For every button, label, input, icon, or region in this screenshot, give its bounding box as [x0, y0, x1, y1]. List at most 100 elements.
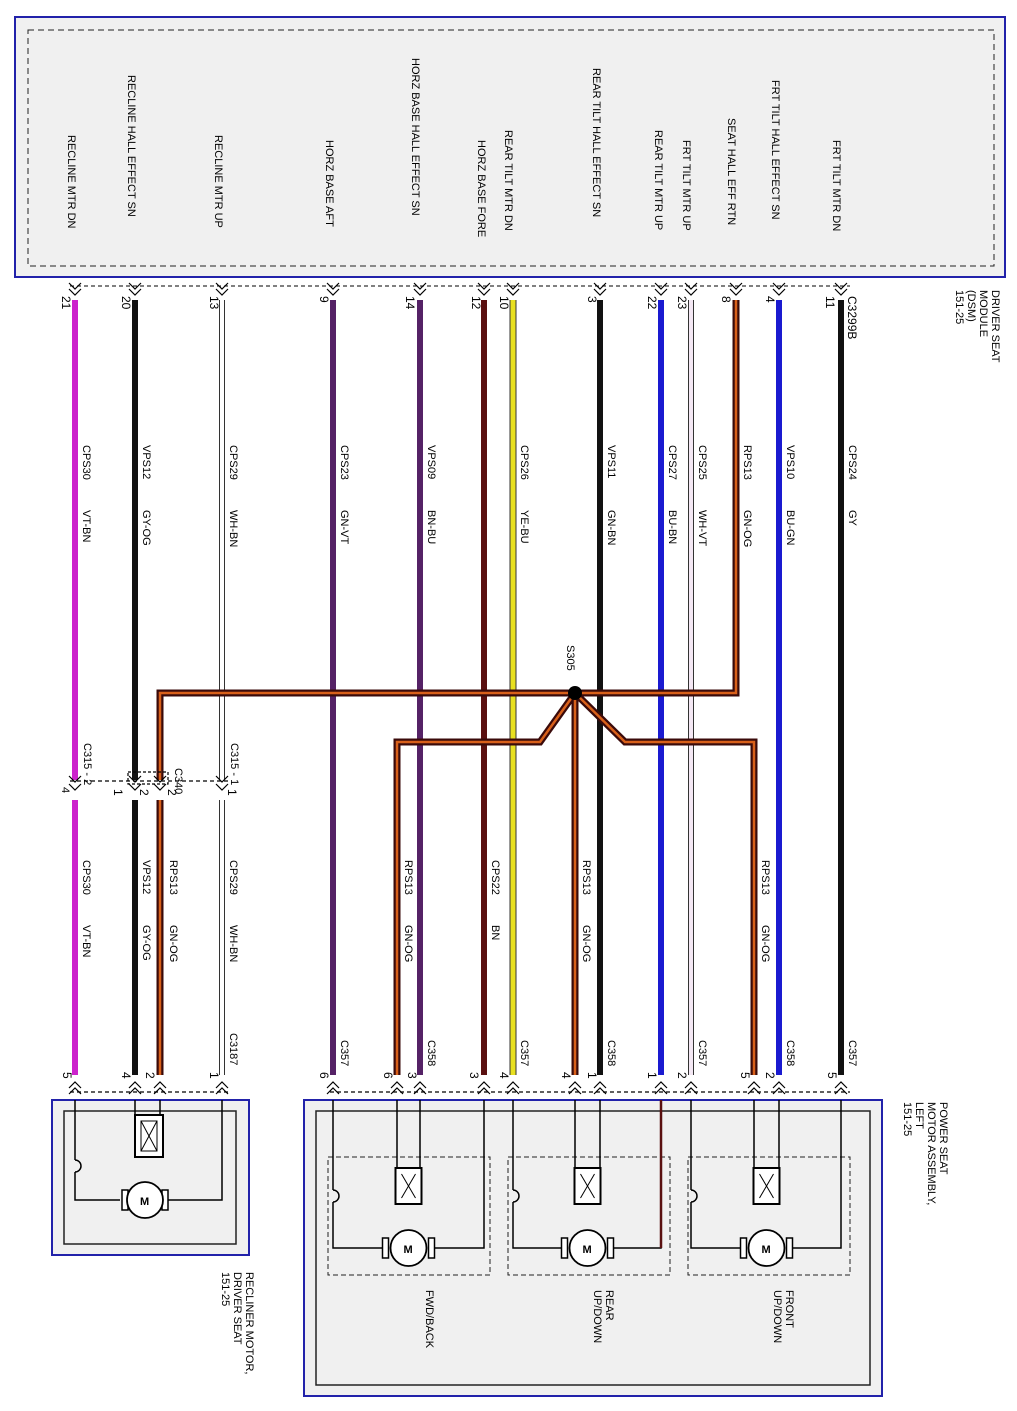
- lower-color-2: GY-OG: [140, 925, 152, 961]
- sensor-leads: [574, 1100, 601, 1168]
- rear-updown-label-2: UP/DOWN: [591, 1290, 603, 1343]
- dsm-pin-labels: RECLINE MTR DN RECLINE HALL EFFECT SN RE…: [65, 58, 842, 237]
- bottom-pin: 2: [143, 1072, 157, 1079]
- lower-color-3: GN-OG: [167, 925, 179, 962]
- motor-icon: [389, 1229, 428, 1267]
- lower-circuit-6: CPS22: [489, 860, 501, 895]
- chevron: [413, 282, 427, 296]
- lower-circuit-4: CPS29: [227, 860, 239, 895]
- bottom-pin: 6: [381, 1072, 395, 1079]
- recliner-motor: [126, 1181, 164, 1219]
- inline-pin-cps29: 1: [225, 789, 239, 796]
- dsm-pin-23: 23: [675, 296, 689, 310]
- upper-color-7: GN-BN: [605, 510, 617, 546]
- chevron: [68, 775, 82, 791]
- lower-color-4: WH-BN: [227, 925, 239, 962]
- lower-circuit-8: RPS13: [759, 860, 771, 895]
- inline-pin-vps12b: 2: [137, 789, 151, 796]
- motor-group-labels: FWD/BACK REAR UP/DOWN FRONT UP/DOWN: [423, 1290, 795, 1349]
- thermal-breaker-icon: [332, 1189, 340, 1203]
- upper-circuit-11: VPS10: [784, 445, 796, 479]
- upper-circuit-2: VPS12: [140, 445, 152, 479]
- dsm-title-line-3: (DSM): [965, 290, 977, 322]
- dsm-box: [14, 16, 1006, 278]
- front-updown-box: [687, 1156, 851, 1276]
- dsm-title-line-2: MODULE: [977, 290, 989, 337]
- lower-color-1: VT-BN: [80, 925, 92, 957]
- rps13-inner: [158, 300, 738, 780]
- rps13-branch-left-inner: [395, 692, 577, 1075]
- dsm-pin-13: 13: [207, 296, 221, 310]
- motor-brush: [606, 1237, 615, 1259]
- dsm-pin-21: 21: [59, 296, 73, 310]
- lower-color-5: GN-OG: [402, 925, 414, 962]
- c315-2-label: C315 - 2: [81, 743, 93, 785]
- dsm-pin-3: 3: [585, 296, 599, 303]
- upper-circuit-5: VPS09: [425, 445, 437, 479]
- pin-label-horz-base-aft: HORZ BASE AFT: [323, 140, 335, 227]
- motor-brush: [739, 1237, 748, 1259]
- dsm-pin-22: 22: [645, 296, 659, 310]
- c315-1-label: C315 - 1: [228, 743, 240, 785]
- chevron: [729, 282, 743, 296]
- chevron: [654, 282, 668, 296]
- upper-color-6: YE-BU: [518, 510, 530, 544]
- pin-label-frt-tilt-mtr-dn: FRT TILT MTR DN: [830, 140, 842, 231]
- motor-brush: [785, 1237, 794, 1259]
- conn-c357-d: C357: [846, 1040, 858, 1066]
- conn-c358-b: C358: [605, 1040, 617, 1066]
- internal-wire: [512, 1202, 564, 1249]
- hall-sensor-cross: [759, 1173, 774, 1199]
- upper-circuit-6: CPS26: [518, 445, 530, 480]
- dsm-pin-numbers: 21 20 13 9 14 12 10 3 22 23 8 4 11 C3299…: [59, 296, 859, 339]
- recliner-title-line-3: 151-25: [219, 1272, 231, 1306]
- pin-label-frt-tilt-mtr-up: FRT TILT MTR UP: [680, 140, 692, 231]
- lower-circuit-7: RPS13: [580, 860, 592, 895]
- upper-color-4: GN-VT: [338, 510, 350, 545]
- bottom-pin: 1: [207, 1072, 221, 1079]
- dsm-inner-dashed: [27, 29, 995, 267]
- upper-color-10: GN-OG: [741, 510, 753, 547]
- chevron: [153, 775, 167, 791]
- upper-circuit-3: CPS29: [227, 445, 239, 480]
- motor-letter: M: [404, 1244, 413, 1256]
- chevron: [215, 775, 229, 791]
- dsm-pin-8: 8: [719, 296, 733, 303]
- bottom-pin: 5: [738, 1072, 752, 1079]
- power-seat-title-line-1: POWER SEAT: [937, 1102, 949, 1175]
- dsm-pin-10: 10: [497, 296, 511, 310]
- conn-c357-c: C357: [696, 1040, 708, 1066]
- inline-pin-rps13: 2: [165, 789, 179, 796]
- bottom-connector-labels: C3187 C357 C358 C357 C358 C357 C358 C357: [227, 1033, 858, 1066]
- upper-circuit-7: VPS11: [605, 445, 617, 478]
- internal-wire: [690, 1202, 743, 1249]
- pin-label-frt-tilt-hall-effect-sn: FRT TILT HALL EFFECT SN: [769, 80, 781, 220]
- upper-color-1: VT-BN: [80, 510, 92, 542]
- front-updown-label-1: FRONT: [783, 1290, 795, 1328]
- bottom-pin-numbers: 5 4 2 1 6 6 3 3 4 4 1 1 2 5 2 5: [60, 1072, 839, 1079]
- power-seat-title: POWER SEAT MOTOR ASSEMBLY, LEFT 151-25: [901, 1102, 949, 1205]
- pin-label-rear-tilt-mtr-up: REAR TILT MTR UP: [652, 130, 664, 230]
- internal-wire: [332, 1202, 385, 1249]
- pin-label-horz-base-fore: HORZ BASE FORE: [475, 140, 487, 237]
- sensor-leads: [753, 1100, 780, 1168]
- lower-color-6: BN: [489, 925, 501, 940]
- motor-icon: [747, 1229, 786, 1267]
- dsm-pin-14: 14: [403, 296, 417, 310]
- lower-circuit-2: VPS12: [140, 860, 152, 894]
- power-seat-title-line-3: LEFT: [913, 1102, 925, 1129]
- dsm-pin-12: 12: [469, 296, 483, 310]
- bottom-pin: 4: [119, 1072, 133, 1079]
- bottom-pin: 6: [317, 1072, 331, 1079]
- dsm-pin-20: 20: [119, 296, 133, 310]
- dsm-title-line-4: 151-25: [953, 290, 965, 324]
- chevron: [326, 282, 340, 296]
- bottom-pin: 4: [497, 1072, 511, 1079]
- power-seat-title-line-2: MOTOR ASSEMBLY,: [925, 1102, 937, 1205]
- chevron: [128, 775, 142, 791]
- conn-c357-b: C357: [518, 1040, 530, 1066]
- recliner-title-line-1: RECLINER MOTOR,: [243, 1272, 255, 1374]
- lower-circuit-1: CPS30: [80, 860, 92, 895]
- chevron: [506, 282, 520, 296]
